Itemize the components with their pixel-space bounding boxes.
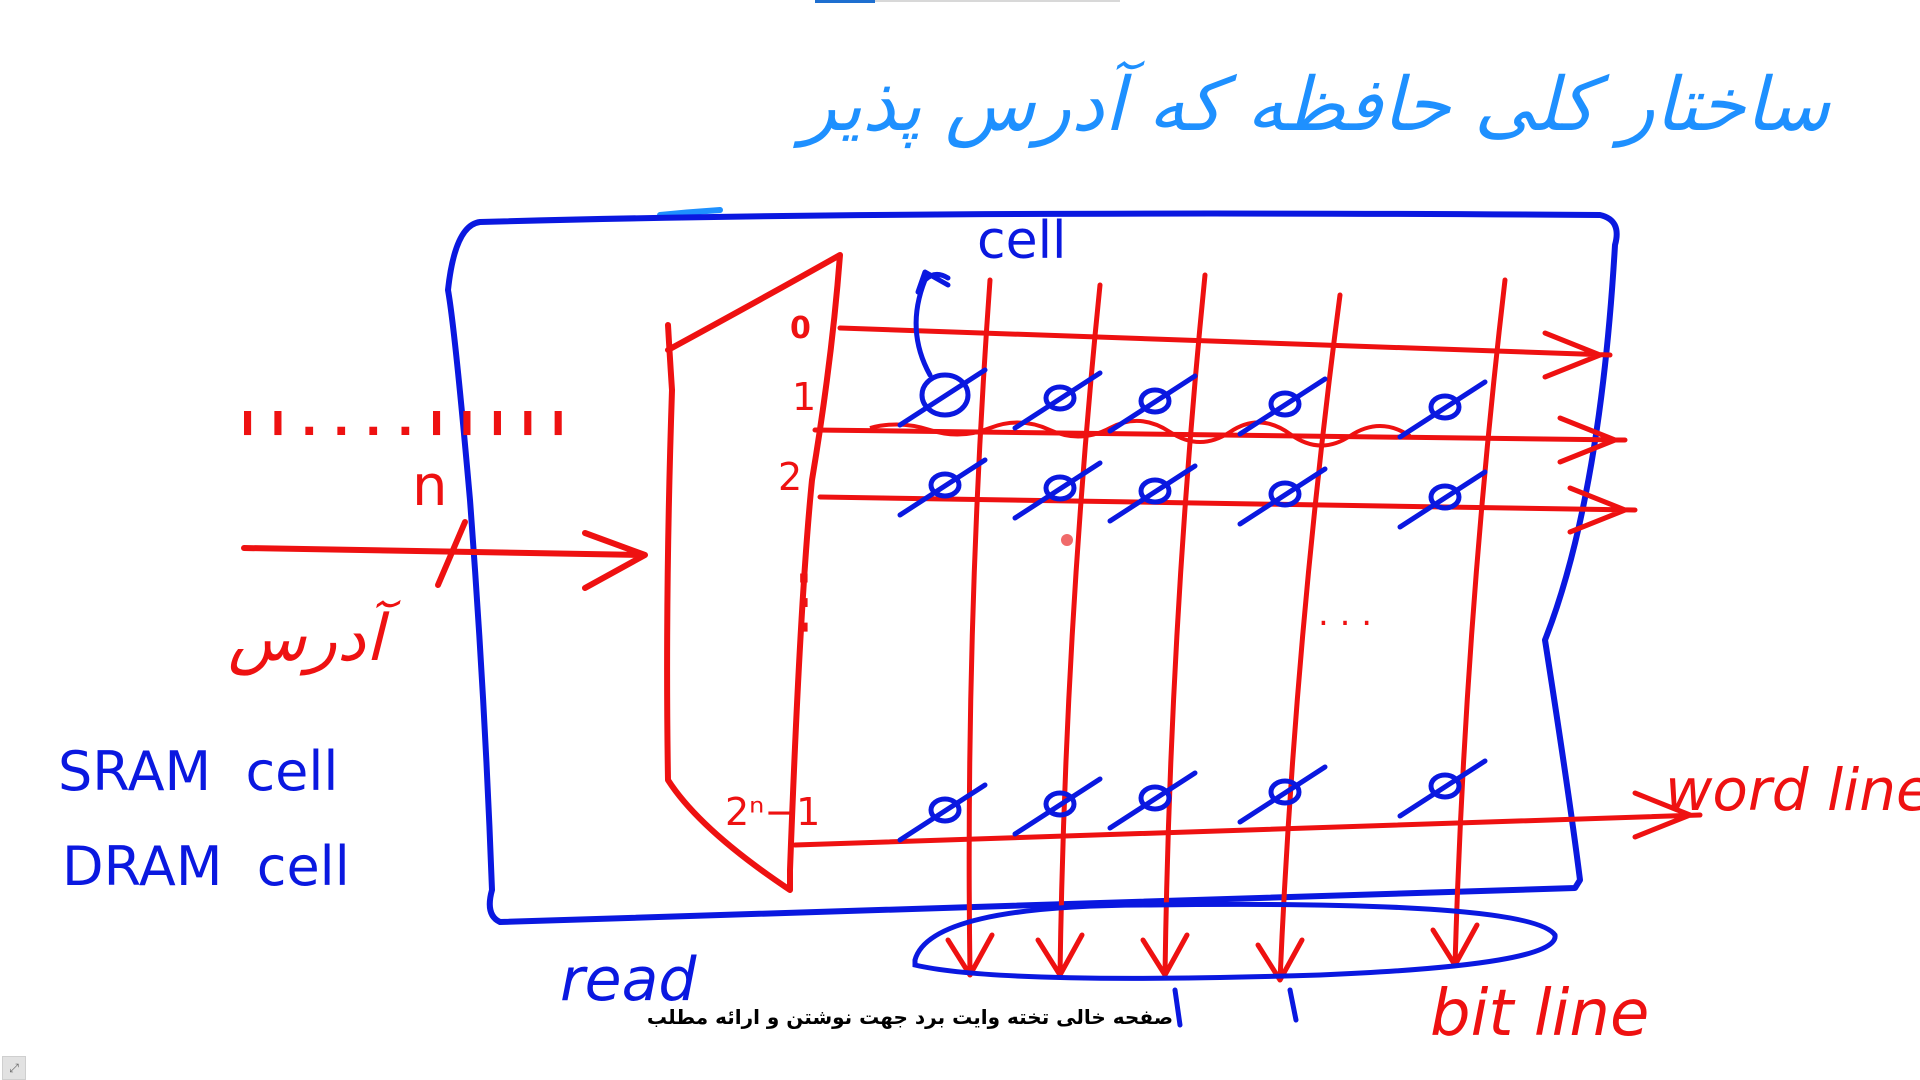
cell-stroke-r1-c1 <box>1012 460 1103 521</box>
cell-r2-c0 <box>928 796 962 824</box>
handwritten-title: ساختار کلی حافظه که آدرس پذیر <box>793 60 1831 149</box>
cell-stroke-r1-c4 <box>1397 469 1488 530</box>
cell-r0-c3 <box>1268 390 1302 418</box>
decoder-row-0: 0 <box>790 311 811 346</box>
cell-stroke-r2-c0 <box>897 782 988 843</box>
bottom-tick-marks <box>1172 987 1299 1028</box>
word-line-1 <box>812 415 1628 465</box>
cell-r1-c1 <box>1043 474 1077 502</box>
bit-line-2 <box>1140 272 1208 978</box>
cell-r1-c2 <box>1138 477 1172 505</box>
bit-lines <box>945 272 1508 983</box>
cell-r2-c1 <box>1043 790 1077 818</box>
cell-stroke-r0-c4 <box>1397 379 1488 440</box>
decoder-block <box>664 252 843 893</box>
cell-stroke-r0-c2 <box>1107 373 1198 434</box>
memory-cells <box>897 367 1488 843</box>
output-loop <box>912 901 1558 981</box>
memory-box-outline <box>445 210 1620 925</box>
decoder-row-1: 1 <box>792 375 816 419</box>
cell-stroke-r1-c3 <box>1237 466 1328 527</box>
bus-width-slash <box>435 519 468 588</box>
title-underline-stroke <box>657 207 723 218</box>
label-n: n <box>412 454 448 519</box>
decoder-dots: ⋮ <box>768 558 840 642</box>
collapse-arrows-icon[interactable]: ⤢ <box>2 1056 26 1080</box>
word-line-3 <box>792 790 1703 848</box>
cell-r0-c4 <box>1428 393 1462 421</box>
cell-stroke-r2-c3 <box>1237 764 1328 825</box>
laser-pointer-dot <box>1061 534 1073 546</box>
cell-stroke-r1-c2 <box>1107 463 1198 524</box>
cell-stroke-r0-c3 <box>1237 376 1328 437</box>
cell-stroke-r2-c4 <box>1397 758 1488 819</box>
cell-r2-c4 <box>1428 772 1462 800</box>
label-address: آدرس <box>228 599 402 676</box>
address-bus-arrow <box>241 530 648 591</box>
mid-dots: . . . <box>1318 594 1372 634</box>
label-sram-cell: SRAM cell <box>58 740 338 803</box>
page-progress-indicator <box>815 0 875 3</box>
page-caption: صفحه خالی تخته وایت برد جهت نوشتن و ارائ… <box>646 1005 1174 1029</box>
label-dram-cell: DRAM cell <box>62 835 350 898</box>
bit-line-1 <box>1035 282 1103 978</box>
label-bit-line: bit line <box>1430 977 1649 1051</box>
cell-stroke-r0-c1 <box>1012 370 1103 431</box>
bit-line-4 <box>1430 277 1508 968</box>
cell-r1-c0 <box>928 471 962 499</box>
cell-r1-c4 <box>1428 483 1462 511</box>
label-read: read <box>560 945 697 1015</box>
cell-r0-c1 <box>1043 384 1077 412</box>
label-cell: cell <box>977 211 1066 271</box>
page-progress-track <box>875 0 1120 2</box>
bit-line-3 <box>1255 292 1343 983</box>
cell-pointer-arrow <box>913 269 951 378</box>
label-ones-row: ו ו ו ו ו . . . . ו ו <box>240 395 566 446</box>
word-line-2 <box>817 485 1638 535</box>
cell-r0-c2 <box>1138 387 1172 415</box>
cell-stroke-r0-c0 <box>897 367 988 428</box>
cell-stroke-r1-c0 <box>897 457 988 518</box>
cell-stroke-r2-c2 <box>1107 770 1198 831</box>
decoder-row-last: 2ⁿ−1 <box>725 790 820 834</box>
word-line-0 <box>837 325 1613 380</box>
cell-stroke-r2-c1 <box>1012 776 1103 837</box>
cell-r1-c3 <box>1268 480 1302 508</box>
cell-r2-c3 <box>1268 778 1302 806</box>
cell-r2-c2 <box>1138 784 1172 812</box>
bit-line-0 <box>945 277 995 978</box>
cell-r0-c0 <box>919 372 971 418</box>
decoder-row-2: 2 <box>778 455 802 499</box>
label-word-line: word line <box>1665 756 1920 824</box>
